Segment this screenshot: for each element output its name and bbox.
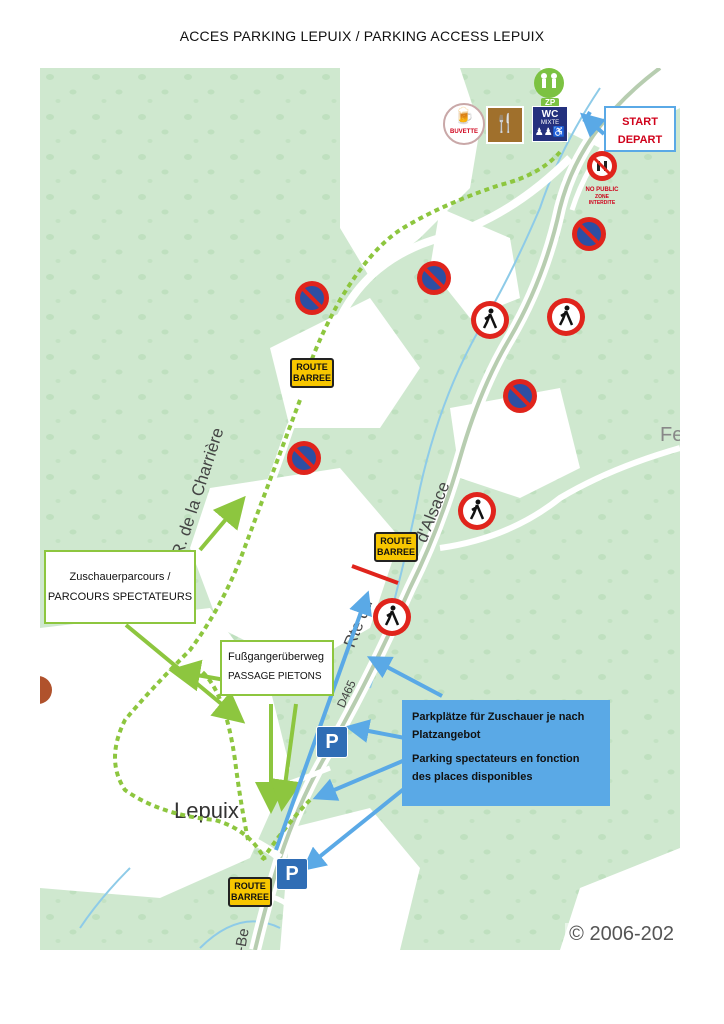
no-parking-icon [295, 281, 329, 315]
pedestrian-crossing-fr: PASSAGE PIETONS [228, 670, 322, 682]
no-pedestrians-icon [547, 298, 585, 336]
map-copyright: © 2006-202 [565, 923, 678, 946]
wc-mixte-label: MIXTE [540, 120, 560, 126]
parking-info-box: Parkplätze für Zuschauer je nach Platzan… [402, 700, 610, 806]
no-parking-icon [417, 261, 451, 295]
parking-info-de-2: Platzangebot [412, 729, 481, 742]
no-public-sign: NO PUBLIC ZONE INTERDITE [582, 150, 622, 206]
depart-text: DEPART [617, 134, 663, 146]
parking-badge: P [276, 858, 308, 890]
road-closed-line1: ROUTE [234, 881, 266, 891]
road-closed-line2: BARREE [292, 373, 331, 383]
start-text: START [622, 116, 658, 128]
road-closed-sign: ROUTE BARREE [374, 532, 418, 562]
pedestrian-crossing-label: Fußgangerüberweg PASSAGE PIETONS [220, 640, 334, 696]
parking-info-de-1: Parkplätze für Zuschauer je nach [412, 711, 585, 723]
road-closed-line2: BARREE [376, 547, 415, 557]
road-closed-line1: ROUTE [296, 362, 328, 372]
buvette-icon: 🍺 BUVETTE [443, 103, 485, 145]
no-parking-icon [572, 217, 606, 251]
no-pedestrians-icon [471, 301, 509, 339]
spectator-route-fr: PARCOURS SPECTATEURS [47, 590, 193, 603]
spectator-route-label: Zuschauerparcours / PARCOURS SPECTATEURS [44, 550, 196, 624]
road-closed-sign: ROUTE BARREE [228, 877, 272, 907]
parking-badge: P [316, 726, 348, 758]
road-closed-line2: BARREE [230, 892, 269, 902]
parking-info-fr-2: des places disponibles [412, 771, 533, 784]
food-drink-icon: 🍴 [486, 106, 524, 144]
wc-people-icon: ♟♟♿ [534, 127, 566, 138]
road-closed-line1: ROUTE [380, 536, 412, 546]
town-label: Lepuix [174, 798, 239, 823]
start-depart-label: START DEPART [604, 106, 676, 152]
road-closed-sign: ROUTE BARREE [290, 358, 334, 388]
wc-icon: WC MIXTE ♟♟♿ [532, 106, 568, 142]
no-parking-icon [287, 441, 321, 475]
page-title: ACCES PARKING LEPUIX / PARKING ACCESS LE… [179, 28, 545, 44]
no-public-label: NO PUBLIC [585, 187, 619, 193]
zp-label: ZP [541, 98, 560, 107]
no-pedestrians-icon [373, 598, 411, 636]
buvette-label: BUVETTE [449, 129, 478, 135]
parking-info-fr-1: Parking spectateurs en fonction [412, 753, 580, 766]
spectator-route-de: Zuschauerparcours / [69, 571, 171, 583]
edge-label-fe: Fe [660, 424, 680, 446]
no-pedestrians-icon [458, 492, 496, 530]
zp-icon [534, 68, 564, 98]
wc-label: WC [541, 109, 559, 120]
no-entry-people-icon [587, 151, 617, 181]
no-parking-icon [503, 379, 537, 413]
pedestrian-crossing-de: Fußgangerüberweg [228, 651, 325, 663]
zone-interdite-label: ZONE INTERDITE [588, 194, 616, 206]
